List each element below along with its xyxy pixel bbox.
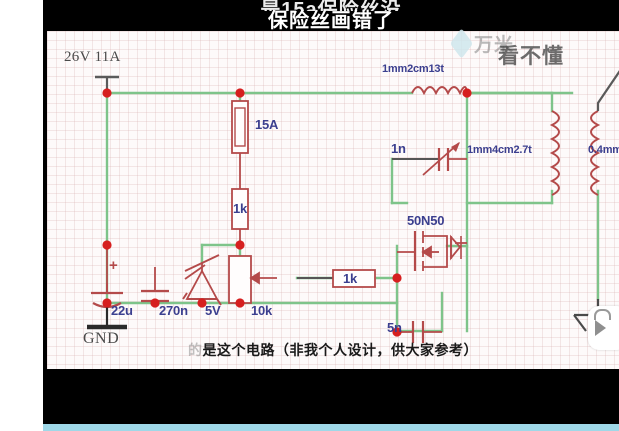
inductor-label: 1mm2cm13t (382, 63, 444, 75)
gate-cap-label: 5n (387, 320, 402, 335)
tune-cap-label: 1n (391, 141, 406, 156)
film-cap-label: 270n (159, 303, 188, 318)
pot-label: 10k (251, 303, 273, 318)
bulk-cap-label: 22u (111, 303, 133, 318)
top-subtitle-line2: 保险丝画错了 (268, 10, 394, 32)
diamond-icon (449, 28, 474, 59)
source-label: 26V 11A (64, 49, 121, 65)
button-handle-icon (594, 309, 611, 320)
primary-winding-label: 1mm4cm2.7t (467, 144, 532, 156)
gate-resistor-label: 1k (343, 271, 358, 286)
schematic-drawing (87, 70, 619, 343)
caption-text: 是这个电路（非我个人设计，供大家参考） (202, 342, 478, 358)
caption-ghost-char: 的 (188, 342, 203, 358)
ground-label: GND (83, 330, 120, 347)
floating-play-button[interactable] (588, 306, 619, 350)
top-subtitle: 是15a保险丝没 保险丝画错了 (43, 0, 619, 32)
bottom-caption: 的是这个电路（非我个人设计，供大家参考） (47, 340, 619, 360)
mosfet-label: 50N50 (407, 213, 445, 228)
grid-background (47, 31, 619, 369)
zener-label: 5V (205, 303, 221, 318)
play-icon (595, 320, 606, 336)
watermark-text: 万米 (474, 35, 515, 56)
fuse-label: 15A (255, 117, 279, 132)
secondary-winding-label: 0.4mm2.5 (588, 144, 619, 156)
polarity-plus-icon: + (109, 257, 118, 274)
watermark: 万米 (449, 28, 515, 59)
bottom-progress-bar[interactable] (43, 424, 619, 431)
watermark-text-secondary: 看不懂 (498, 45, 564, 68)
schematic-canvas: 26V 11A 15A 1k 22u 270n 5V 10k 1k 5n 50N… (47, 31, 619, 369)
bias-resistor-label: 1k (233, 201, 248, 216)
top-subtitle-line1: 是15a保险丝没 (260, 0, 402, 11)
